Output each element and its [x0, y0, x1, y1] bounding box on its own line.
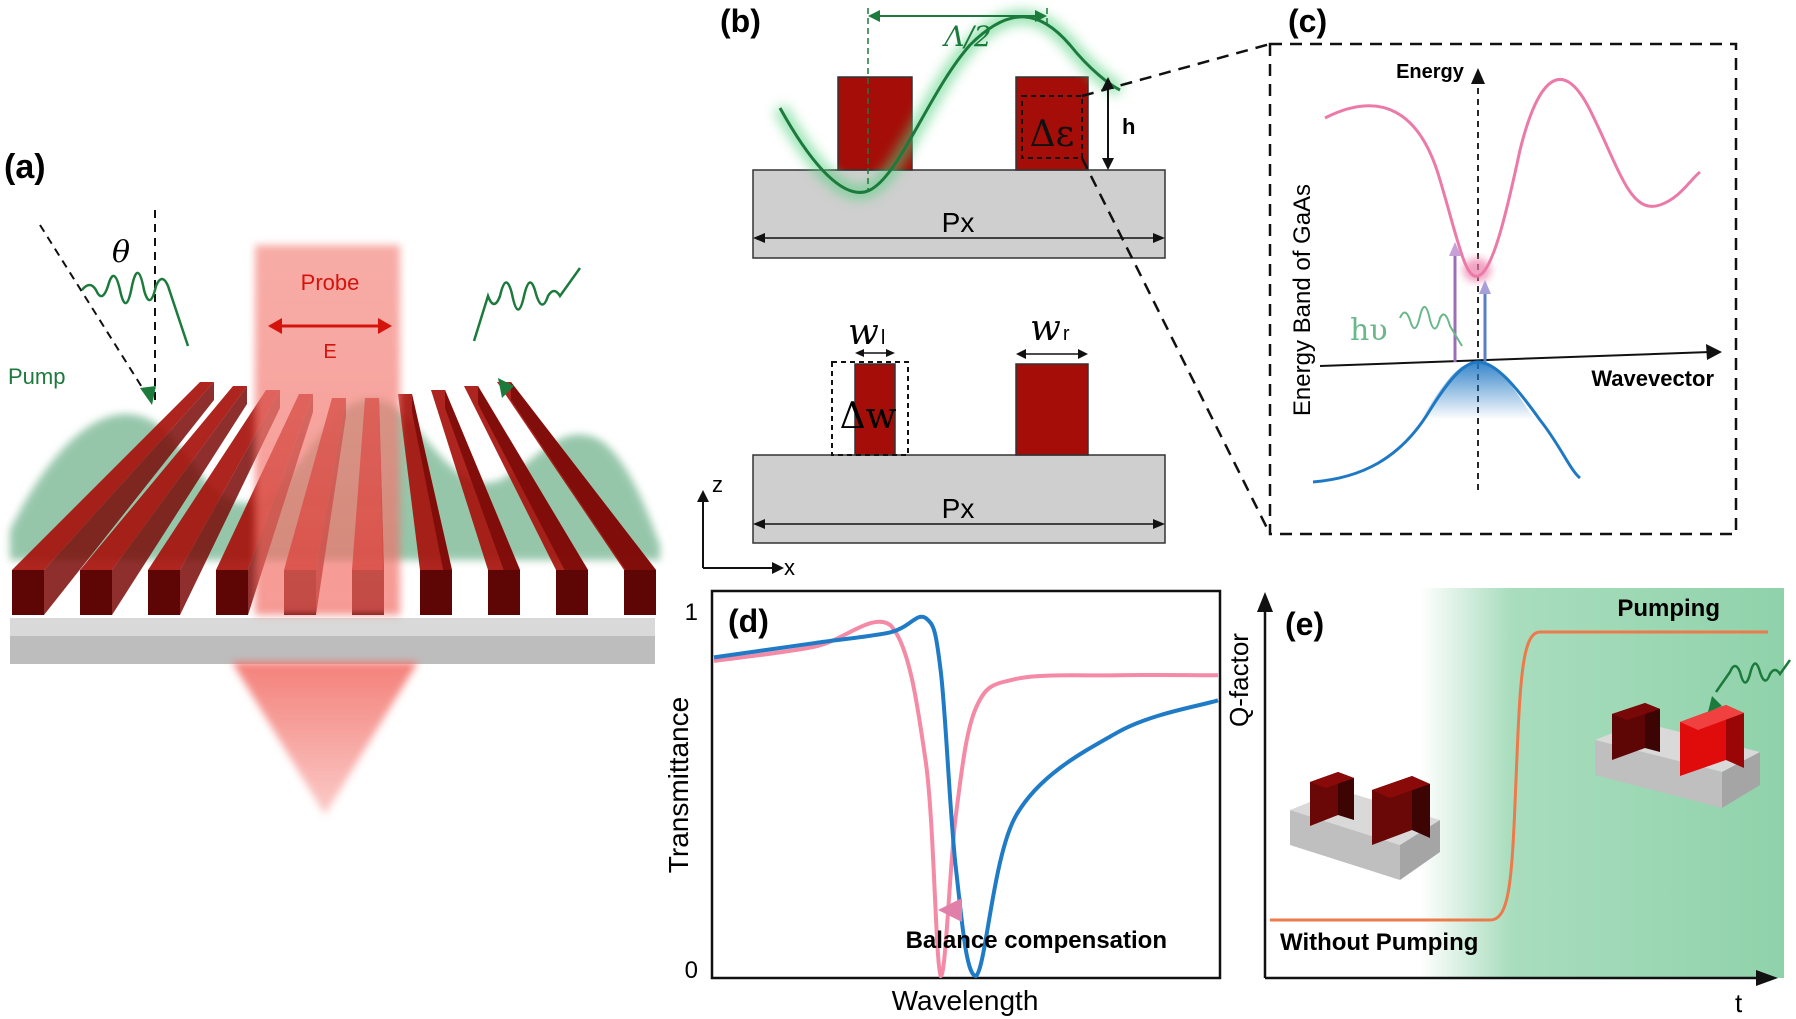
- panel-e: (e) Q-factor t Pumping Without Pumping: [1224, 588, 1792, 1018]
- probe-beam-in: [255, 245, 400, 615]
- ridge-front: [80, 570, 112, 615]
- delta-eps-label: Δε: [1030, 114, 1075, 155]
- panel-e-label: (e): [1285, 606, 1324, 642]
- panel-d: (d) 1 0 Transmittance Wavelength Balance…: [663, 589, 1222, 1016]
- q-factor-curve: [1270, 630, 1768, 922]
- transmittance-curves: [713, 614, 1219, 979]
- ridge-front: [12, 570, 44, 615]
- standing-wave: [778, 15, 1121, 194]
- ridge-side: [412, 394, 452, 615]
- pump-packet-right: [472, 267, 582, 398]
- tick-top: 1: [685, 599, 698, 626]
- ridge-front: [420, 570, 452, 615]
- px-top-label: Px: [942, 207, 975, 238]
- tick-bottom: 0: [685, 957, 698, 984]
- ridge-side: [44, 382, 214, 615]
- incident-line: [39, 224, 151, 401]
- half-period-label: Λ/2: [941, 20, 991, 53]
- band-ylabel: Energy Band of GaAs: [1289, 184, 1316, 416]
- h-label: h: [1122, 114, 1135, 139]
- theta-label: θ: [112, 235, 130, 270]
- ridge-front: [148, 570, 180, 615]
- zoom-line-top: [1081, 42, 1271, 98]
- delta-w-box: [831, 361, 909, 456]
- energy-label: Energy: [1396, 61, 1465, 83]
- ridge-top: [148, 390, 280, 570]
- unit-cell-pumped: [1595, 703, 1760, 808]
- ridge-side: [112, 386, 247, 615]
- shift-arrow-head: [938, 898, 962, 922]
- panel-b-label: (b): [720, 3, 761, 39]
- panel-c-frame: [1268, 42, 1738, 536]
- panel-d-frame: [710, 589, 1222, 980]
- ridge-right-top: [1015, 76, 1089, 171]
- ridge-top: [12, 382, 214, 570]
- wavevector-axis: [1319, 351, 1711, 367]
- z-axis-label: z: [712, 472, 723, 497]
- ridge-front: [556, 570, 588, 615]
- pump-packet-left: [81, 271, 190, 405]
- e-ylabel: Q-factor: [1224, 633, 1254, 727]
- ridge-front: [488, 570, 520, 615]
- substrate-top: [10, 618, 655, 636]
- conduction-band: [1324, 78, 1701, 278]
- photon-label: hυ: [1350, 313, 1388, 348]
- valence-fill: [1420, 361, 1535, 420]
- ridge-side: [478, 386, 588, 615]
- panel-c-label: (c): [1288, 3, 1327, 39]
- panel-a: (a) Probe E θ Pump: [4, 148, 660, 815]
- efield-label: E: [323, 341, 336, 363]
- pump-packet-e: [1708, 659, 1792, 712]
- px-bottom-label: Px: [942, 493, 975, 524]
- valence-band: [1312, 360, 1582, 484]
- panel-d-label: (d): [728, 603, 769, 639]
- balance-annotation: Balance compensation: [906, 927, 1167, 954]
- ridge-left-bottom: [854, 363, 896, 456]
- pump-label: Pump: [8, 364, 65, 389]
- pumping-label: Pumping: [1617, 595, 1720, 622]
- panel-a-label: (a): [4, 148, 46, 186]
- photon-wave: [1399, 306, 1463, 347]
- conduction-minimum-glow: [1463, 258, 1491, 282]
- d-xlabel: Wavelength: [892, 985, 1039, 1016]
- delta-w-label: Δw: [840, 396, 897, 437]
- transmittance-curve-pink: [713, 619, 1219, 979]
- substrate-bottom-b: [752, 454, 1166, 544]
- x-axis-label: x: [784, 555, 795, 580]
- unit-cell-unpumped: [1290, 772, 1440, 880]
- ridge-front: [624, 570, 656, 615]
- transmittance-curve-blue: [713, 614, 1219, 979]
- probe-label: Probe: [301, 270, 360, 295]
- d-ylabel: Transmittance: [663, 697, 694, 873]
- ridge-right-bottom: [1015, 363, 1089, 456]
- ridge-side: [511, 382, 656, 615]
- ridge-front: [216, 570, 248, 615]
- ridge-top: [80, 386, 247, 570]
- without-pumping-label: Without Pumping: [1280, 929, 1478, 956]
- substrate-side: [10, 636, 655, 664]
- efield-arrow-right-head: [378, 318, 392, 334]
- efield-arrow-left-head: [268, 318, 282, 334]
- ridge-side: [445, 390, 520, 615]
- zoom-line-bottom: [1080, 157, 1272, 535]
- panel-c: (c) Energy Wavevector Energy Band of GaA…: [1268, 3, 1738, 536]
- probe-beam-out: [232, 662, 418, 815]
- e-xlabel: t: [1735, 988, 1743, 1018]
- wavevector-label: Wavevector: [1591, 366, 1714, 391]
- delta-eps-box: [1021, 95, 1083, 159]
